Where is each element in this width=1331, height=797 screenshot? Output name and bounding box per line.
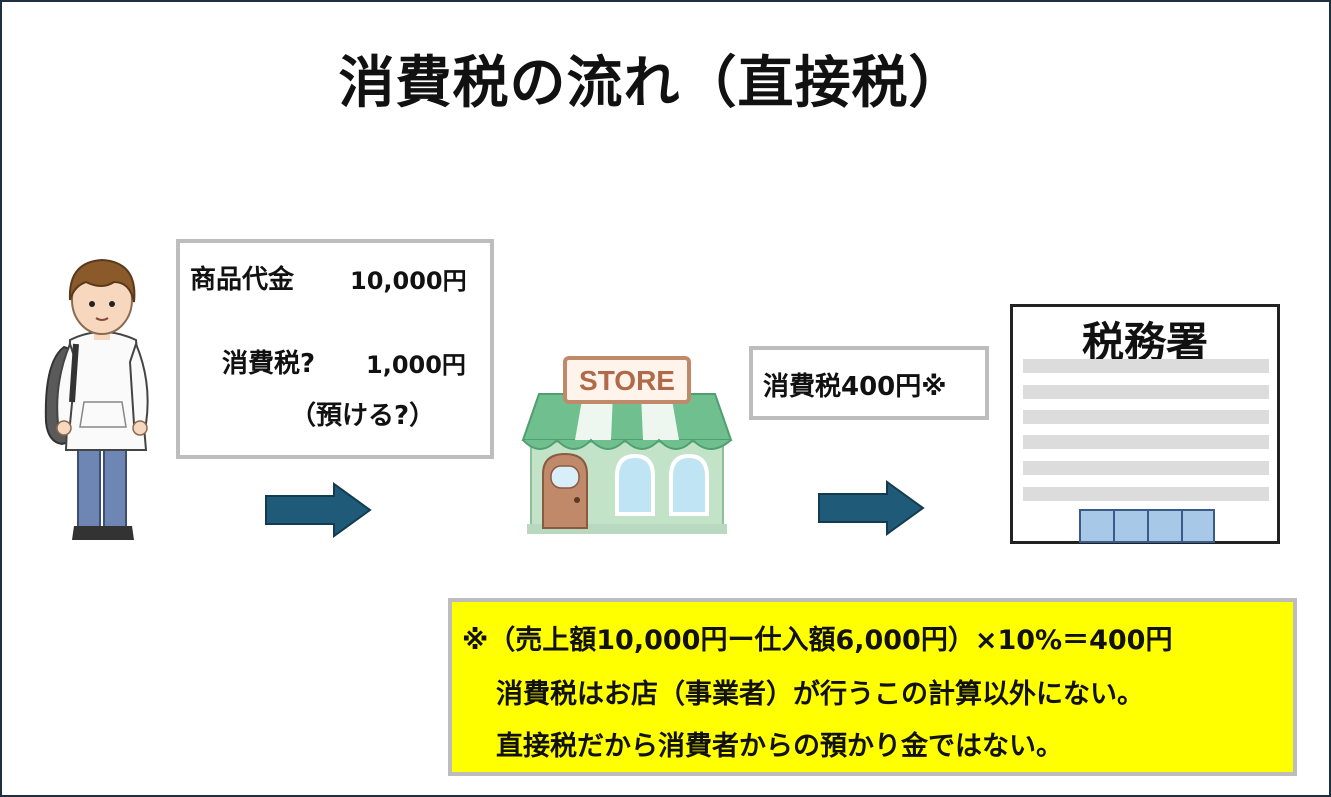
- person-icon: [44, 258, 149, 540]
- note-line-3: 直接税だから消費者からの預かり金ではない。: [496, 731, 1063, 762]
- tax-value: 1,000円: [366, 351, 466, 379]
- price-box: 商品代金 10,000円 消費税? 1,000円 （預ける?）: [176, 239, 494, 459]
- tax-office-icon: 税務署: [1010, 304, 1280, 544]
- price-label: 商品代金: [190, 265, 295, 295]
- deposit-note: （預ける?）: [290, 401, 436, 431]
- note-line-2: 消費税はお店（事業者）が行うこの計算以外にない。: [496, 679, 1144, 710]
- store-icon: STORE: [521, 356, 733, 534]
- note-box: ※（売上額10,000円ー仕入額6,000円）×10%＝400円 消費税はお店（…: [448, 598, 1297, 776]
- tax-label: 消費税?: [222, 349, 316, 379]
- arrow-right-icon: [818, 480, 925, 536]
- store-tax-box: 消費税400円※: [749, 346, 989, 420]
- page-title: 消費税の流れ（直接税）: [338, 51, 966, 116]
- tax-office-label: 税務署: [1081, 318, 1208, 367]
- note-line-1: ※（売上額10,000円ー仕入額6,000円）×10%＝400円: [462, 625, 1173, 656]
- store-sign: STORE: [579, 365, 675, 396]
- store-tax-text: 消費税400円※: [763, 372, 947, 402]
- price-value: 10,000円: [350, 267, 467, 295]
- arrow-right-icon: [265, 482, 372, 538]
